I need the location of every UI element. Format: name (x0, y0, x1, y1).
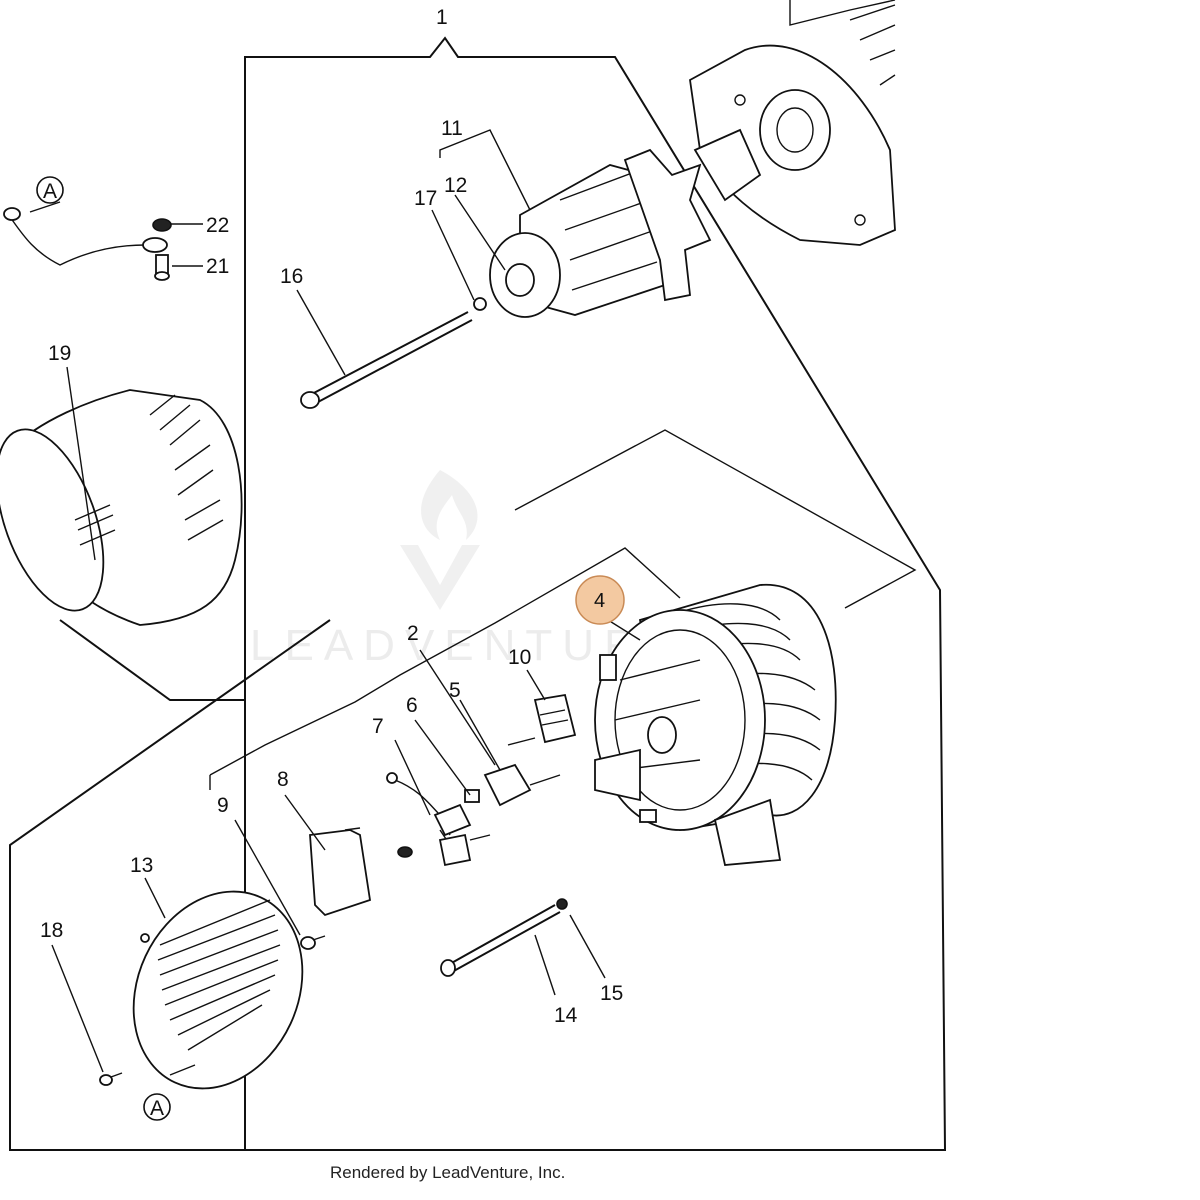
fan-cover (132, 890, 304, 1090)
flame-logo-icon (400, 470, 480, 610)
callout-10[interactable]: 10 (508, 646, 531, 669)
rotor-assembly (489, 148, 712, 318)
callout-22[interactable]: 22 (206, 214, 229, 237)
callout-13[interactable]: 13 (130, 854, 153, 877)
callout-1[interactable]: 1 (436, 6, 448, 29)
callout-4[interactable]: 4 (594, 590, 605, 612)
long-bolt (440, 898, 568, 977)
stator-housing (594, 584, 837, 866)
callout-15[interactable]: 15 (600, 982, 623, 1005)
ref-marker-top-label: A (43, 180, 57, 203)
callout-14[interactable]: 14 (554, 1004, 578, 1027)
callout-5[interactable]: 5 (449, 679, 461, 702)
capacitor (309, 827, 372, 917)
callout-12[interactable]: 12 (444, 174, 467, 197)
end-cover (0, 389, 243, 626)
callout-17[interactable]: 17 (414, 187, 437, 210)
ref-marker-bottom[interactable]: A (143, 1093, 171, 1121)
callout-21[interactable]: 21 (206, 255, 229, 278)
sub-assembly-outline (209, 547, 681, 790)
callout-7[interactable]: 7 (372, 715, 384, 738)
callout-6[interactable]: 6 (406, 694, 418, 717)
through-bolt (300, 297, 487, 409)
callout-19[interactable]: 19 (48, 342, 71, 365)
assembly-outline (9, 36, 947, 1151)
ground-wire (3, 207, 172, 281)
leader-lines (29, 129, 641, 1076)
small-parts (386, 693, 577, 867)
callout-9[interactable]: 9 (217, 794, 229, 817)
ref-marker-bottom-label: A (150, 1097, 164, 1120)
callout-18[interactable]: 18 (40, 919, 63, 942)
callout-labels: 1 2 5 6 7 8 9 10 11 12 13 14 15 16 17 18… (40, 6, 623, 1027)
callout-11[interactable]: 11 (441, 117, 463, 140)
callout-16[interactable]: 16 (280, 265, 303, 288)
engine-housing (689, 0, 896, 246)
credit-text: Rendered by LeadVenture, Inc. (330, 1163, 565, 1182)
highlighted-callout-4[interactable]: 4 (575, 575, 625, 625)
screws (99, 935, 326, 1086)
watermark: LEADVENTURE (250, 470, 675, 670)
ref-marker-top[interactable]: A (36, 176, 64, 204)
callout-2[interactable]: 2 (407, 622, 419, 645)
callout-8[interactable]: 8 (277, 768, 289, 791)
